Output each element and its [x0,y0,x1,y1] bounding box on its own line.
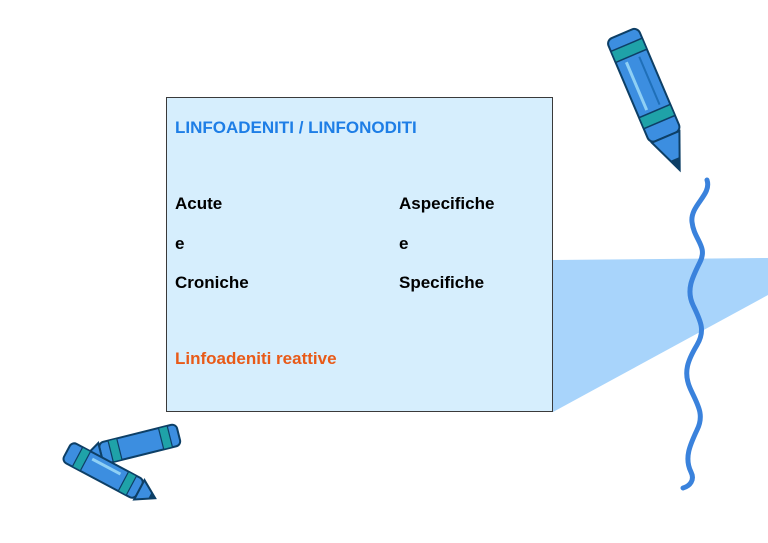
slide-title: LINFOADENITI / LINFONODITI [175,118,417,137]
highlight-text: Linfoadeniti reattive [175,349,337,368]
right-conjunction: e [399,234,409,253]
content-box: LINFOADENITI / LINFONODITI Acute e Croni… [166,97,553,412]
crayon-icon [607,27,681,173]
left-conjunction: e [175,234,185,253]
crossed-crayons-icon [62,423,182,501]
right-term-specifiche: Specifiche [399,273,485,292]
light-beam [553,258,768,412]
left-term-croniche: Croniche [175,273,249,292]
left-term-acute: Acute [175,194,223,213]
right-term-aspecifiche: Aspecifiche [399,194,495,213]
squiggle-line [680,177,711,491]
